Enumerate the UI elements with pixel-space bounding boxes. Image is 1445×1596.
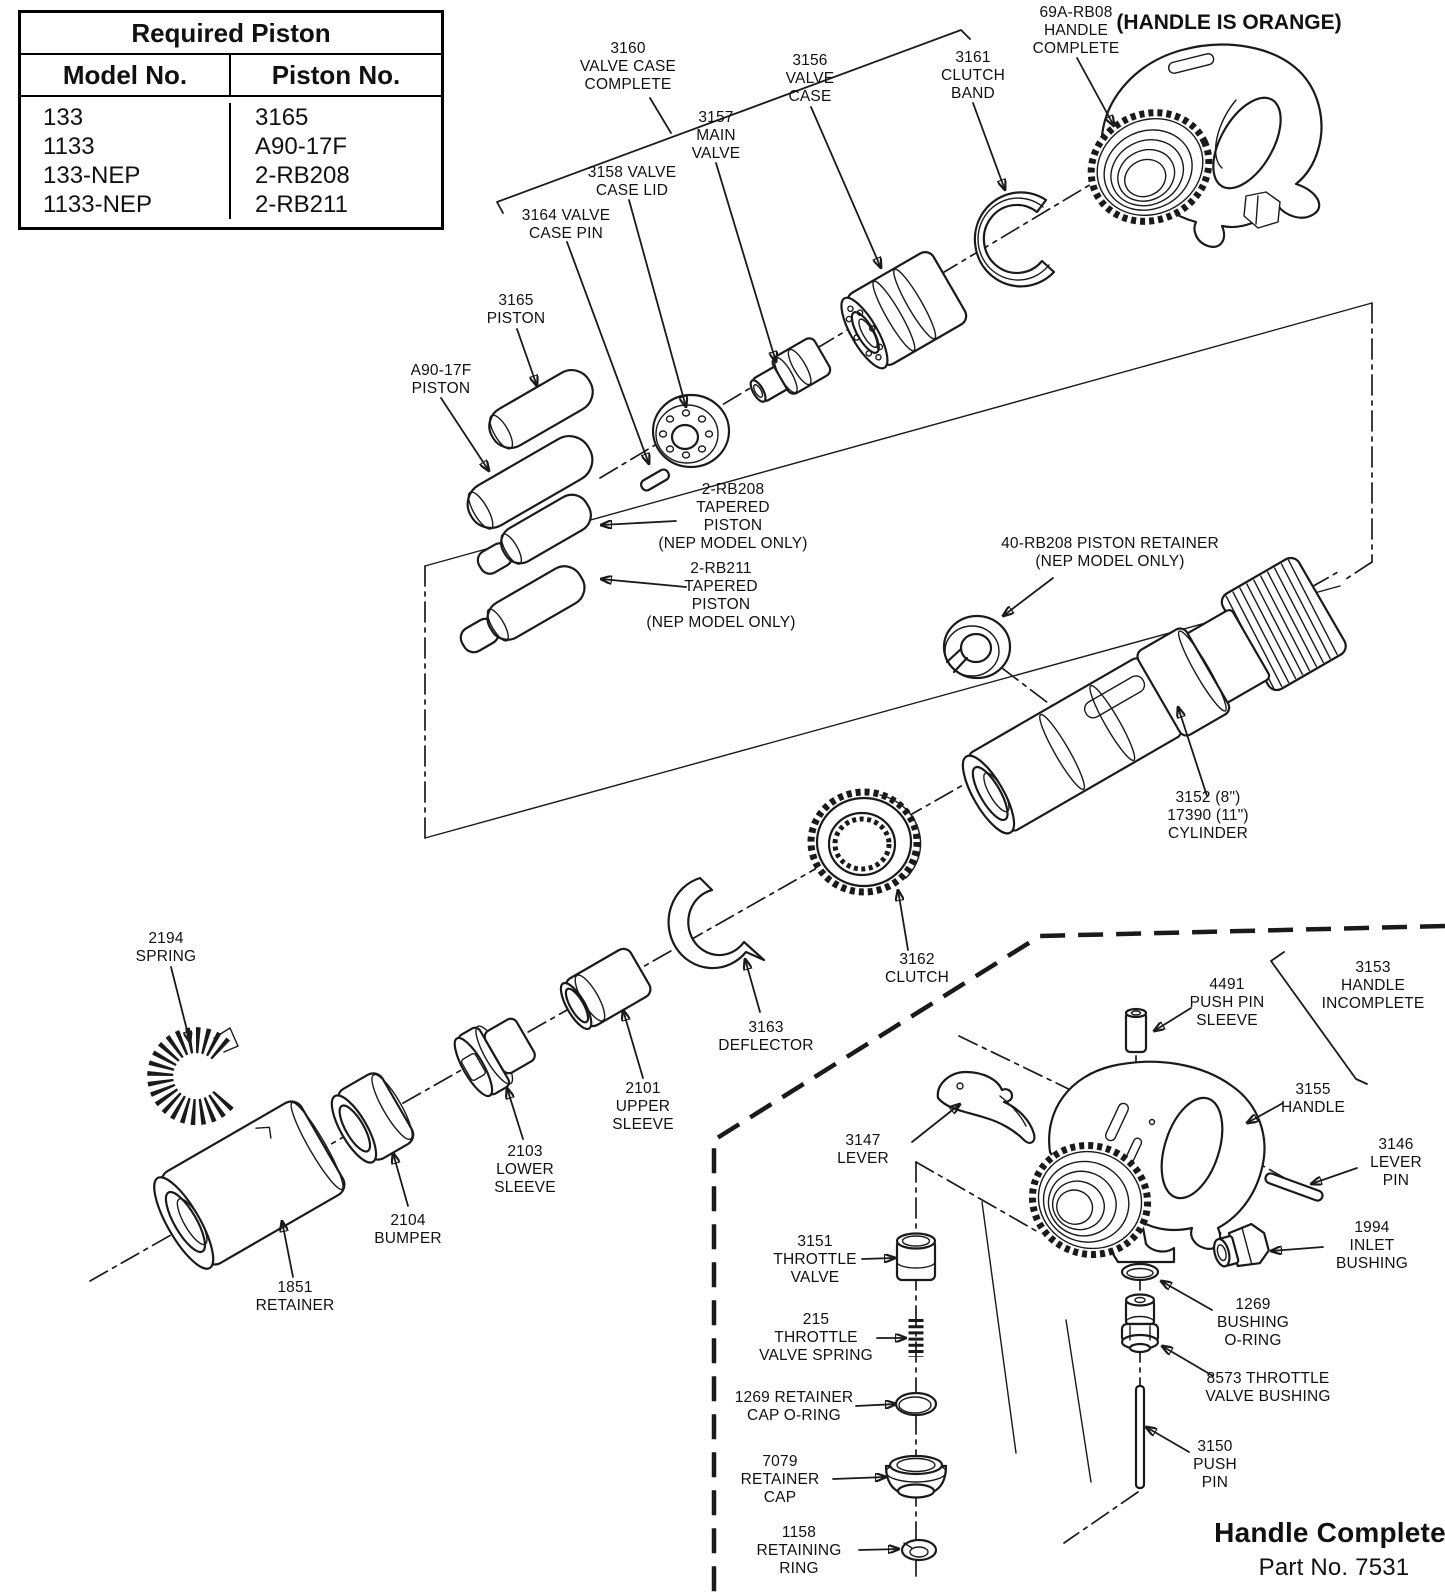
table-cell: 133-NEP bbox=[21, 161, 231, 190]
table-cell: 133 bbox=[21, 103, 231, 132]
main-valve-drawing bbox=[749, 337, 832, 403]
inlet-bushing-drawing bbox=[1212, 1222, 1270, 1268]
table-cell: A90-17F bbox=[255, 133, 348, 160]
lower-sleeve-drawing bbox=[453, 1017, 536, 1098]
upper-sleeve-drawing bbox=[559, 947, 652, 1031]
valve-case-lid-drawing bbox=[651, 393, 731, 469]
cylinder-drawing bbox=[961, 556, 1347, 835]
throttle-valve-bushing-drawing bbox=[1120, 1293, 1160, 1354]
piston-2-rb211-drawing bbox=[459, 565, 586, 654]
handle-complete-drawing bbox=[1087, 43, 1323, 248]
table-header-piston: Piston No. bbox=[271, 60, 401, 90]
piston-a90-17f-drawing bbox=[466, 435, 594, 530]
table-cell: 1133 bbox=[21, 132, 231, 161]
table-header-row: Model No. Piston No. bbox=[21, 55, 441, 97]
spring-drawing bbox=[147, 1027, 239, 1126]
leader-lines bbox=[170, 29, 1368, 1550]
required-piston-table: Required Piston Model No. Piston No. 133… bbox=[18, 10, 444, 230]
table-cell: 2-RB211 bbox=[255, 191, 348, 218]
table-cell: 2-RB208 bbox=[255, 162, 350, 189]
table-cell: 1133-NEP bbox=[21, 190, 231, 219]
bumper-drawing bbox=[330, 1072, 415, 1164]
piston-3165-drawing bbox=[488, 369, 594, 450]
piston-retainer-drawing bbox=[942, 614, 1012, 680]
table-title: Required Piston bbox=[21, 13, 441, 55]
retainer-cap-drawing bbox=[884, 1454, 948, 1499]
parts-drawings bbox=[147, 43, 1347, 1562]
table-body: 133 3165 1133 A90-17F 133-NEP 2-RB208 1133-NEP… bbox=[21, 97, 441, 227]
piston-2-rb208-drawing bbox=[476, 493, 592, 575]
retainer-drawing bbox=[153, 1100, 346, 1270]
push-pin-drawing bbox=[1134, 1384, 1146, 1490]
throttle-valve-drawing bbox=[895, 1232, 937, 1282]
bushing-o-ring-drawing bbox=[1120, 1262, 1160, 1282]
retainer-cap-o-ring-drawing bbox=[894, 1391, 938, 1417]
deflector-drawing bbox=[667, 876, 766, 970]
clutch-drawing bbox=[807, 788, 922, 896]
retaining-ring-drawing bbox=[900, 1538, 938, 1562]
valve-case-drawing bbox=[840, 251, 968, 370]
handle-drawing bbox=[1028, 1060, 1266, 1264]
valve-case-pin-drawing bbox=[639, 468, 671, 492]
lever-pin-drawing bbox=[1264, 1172, 1324, 1202]
push-pin-sleeve-drawing bbox=[1124, 1007, 1148, 1054]
clutch-band-drawing bbox=[973, 191, 1056, 288]
table-header-model: Model No. bbox=[21, 55, 231, 95]
table-cell: 3165 bbox=[255, 104, 309, 131]
lever-drawing bbox=[936, 1070, 1036, 1144]
